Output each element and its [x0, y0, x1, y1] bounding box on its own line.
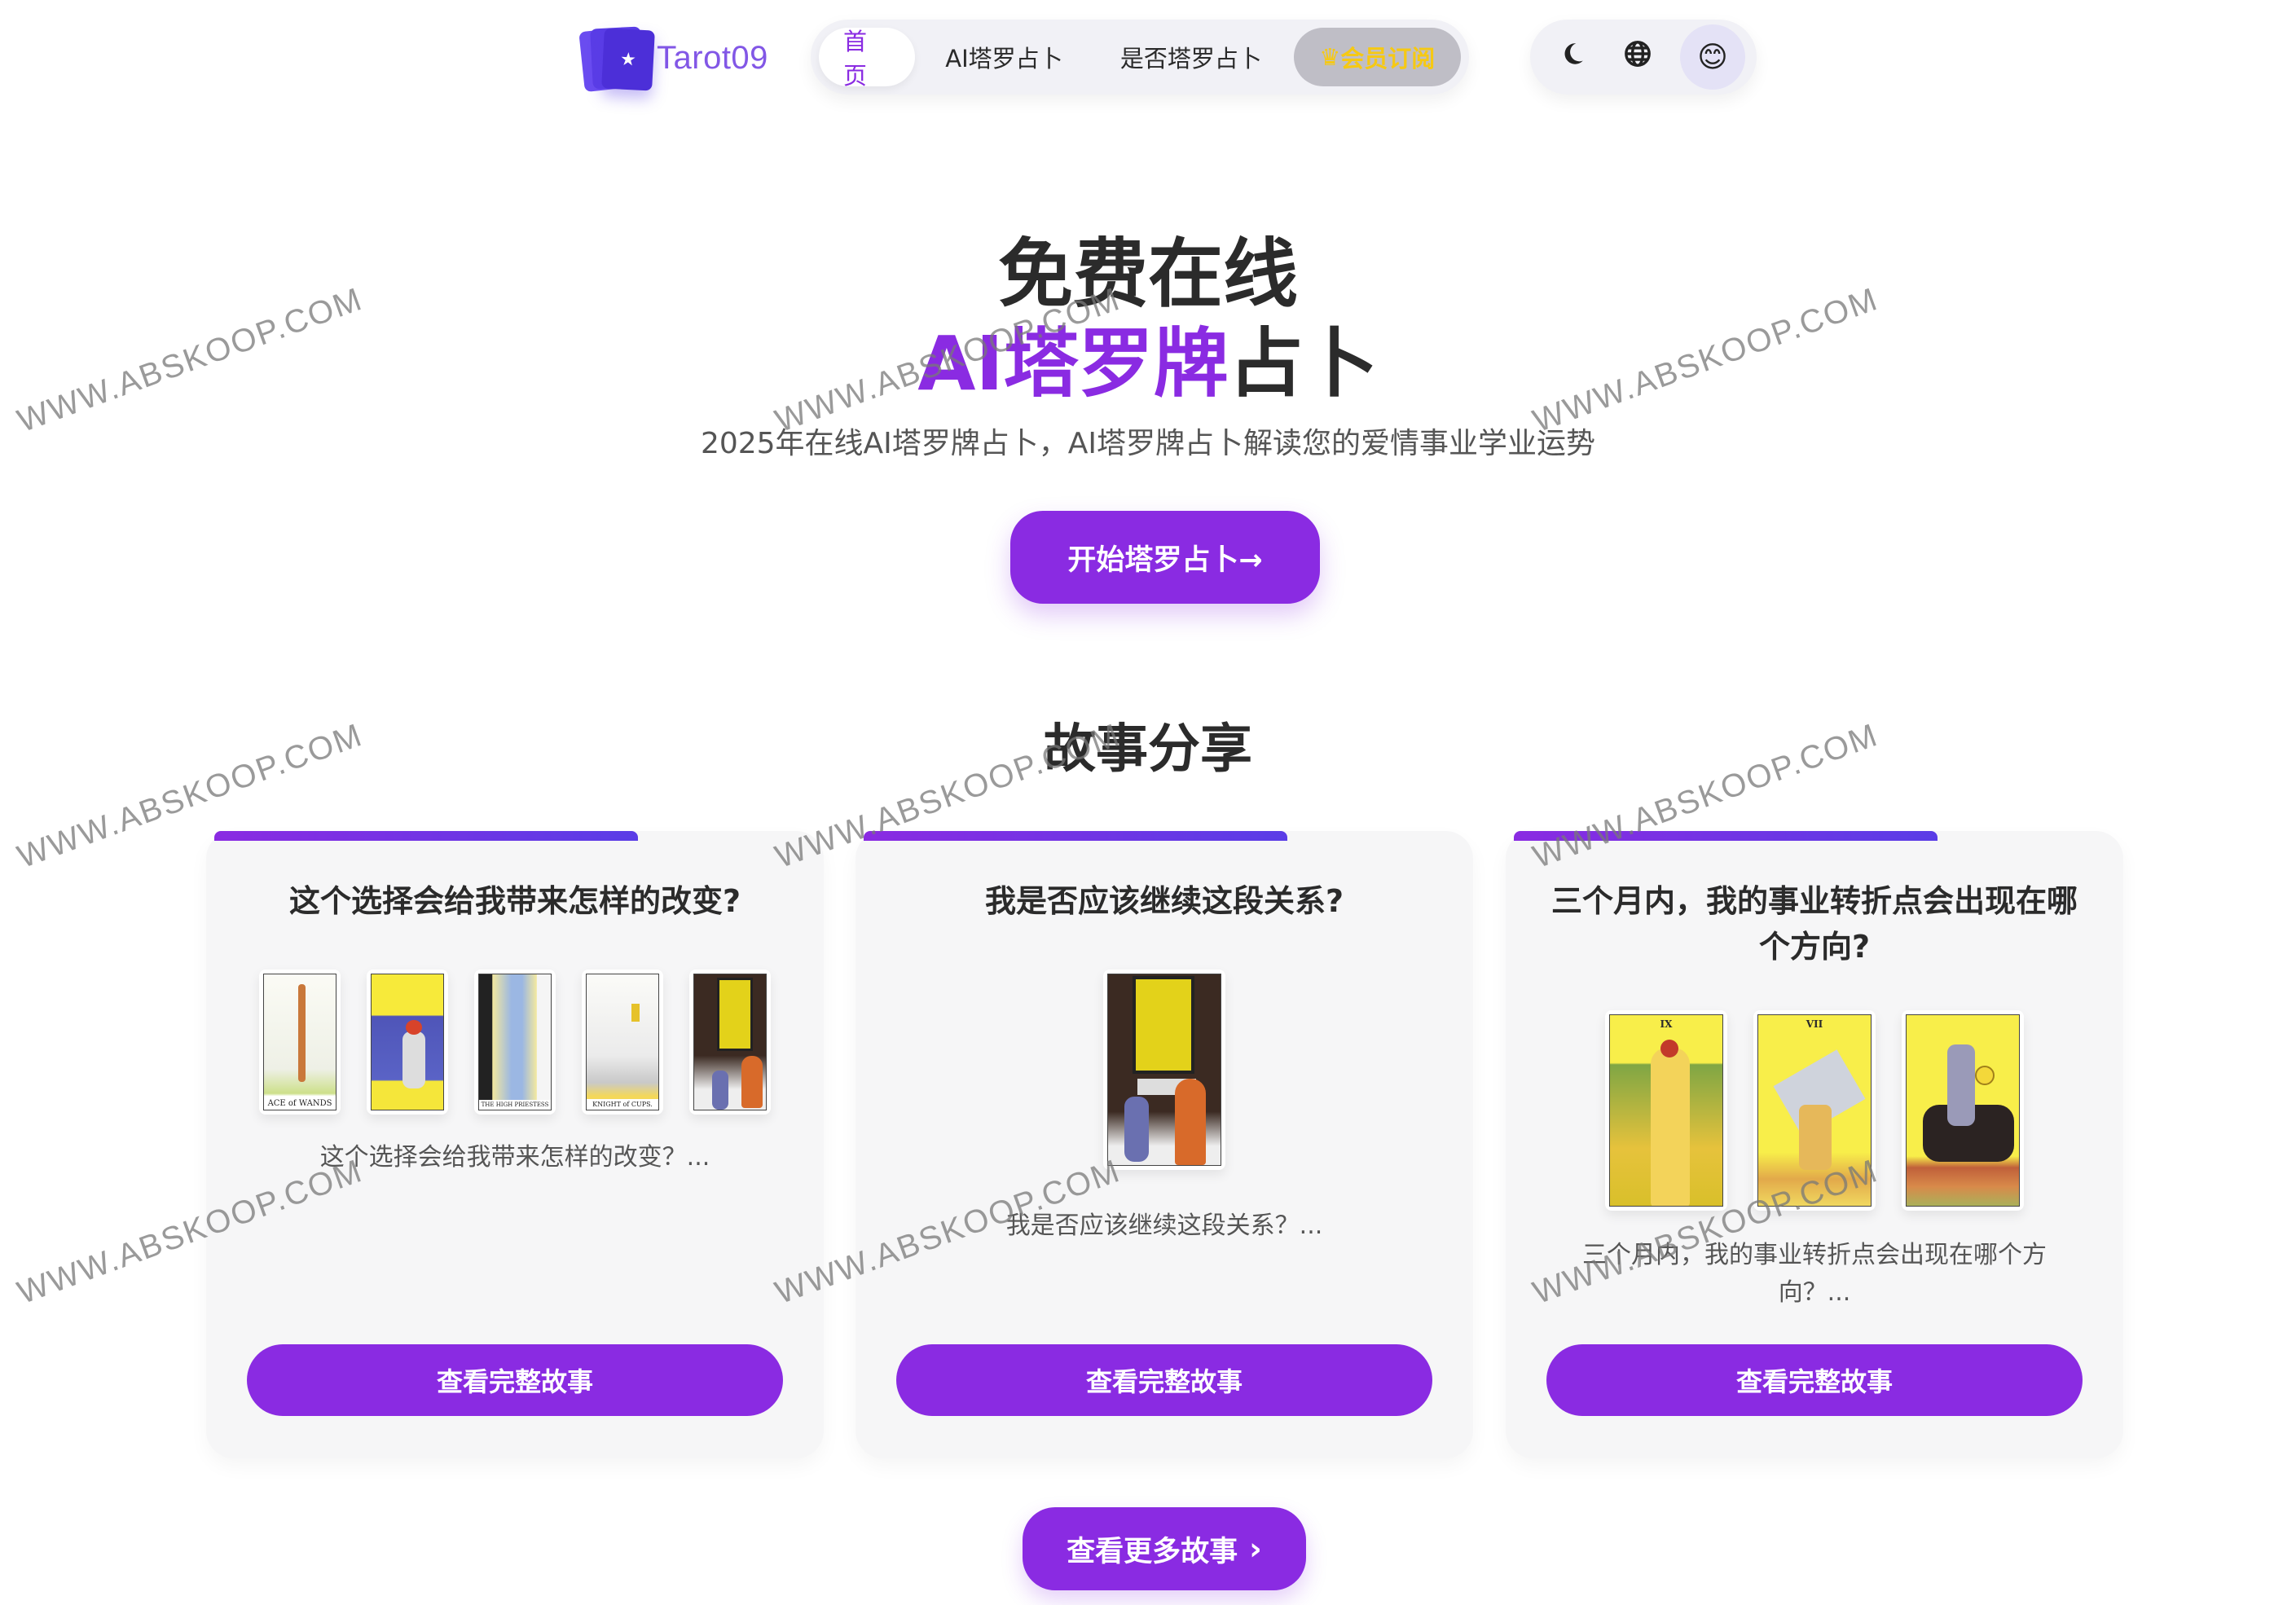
story-excerpt: 三个月内，我的事业转折点会出现在哪个方向？...: [1582, 1241, 2047, 1307]
tarot-card-xx: [367, 970, 448, 1115]
nav-item-yes-no-tarot[interactable]: 是否塔罗占卜: [1119, 45, 1262, 73]
theme-toggle-button[interactable]: [1540, 28, 1605, 86]
story-card: 这个选择会给我带来怎样的改变? ACE of WANDS THE HIGH PR…: [206, 831, 824, 1458]
story-title: 这个选择会给我带来怎样的改变?: [288, 883, 741, 919]
star-cards-icon: ★: [578, 24, 657, 93]
story-card: 我是否应该继续这段关系? 我是否应该继续这段关系？... 查看完整故事: [856, 831, 1473, 1458]
header-tools: 😊: [1530, 20, 1757, 95]
chevron-right-icon: ›: [1249, 1531, 1262, 1567]
crown-icon: ♛: [1319, 43, 1341, 71]
logo-text: Tarot09: [657, 39, 768, 76]
card-accent-bar: [214, 831, 638, 841]
view-full-story-button[interactable]: 查看完整故事: [1546, 1344, 2083, 1416]
stories-section-title: 故事分享: [1044, 719, 1252, 780]
globe-icon: [1624, 40, 1652, 75]
main-nav: 首页 AI塔罗占卜 是否塔罗占卜 ♛ 会员订阅: [811, 20, 1469, 95]
hero-subtitle: 2025年在线AI塔罗牌占卜，AI塔罗牌占卜解读您的爱情事业学业运势: [700, 427, 1596, 460]
avatar-button[interactable]: 😊: [1680, 24, 1745, 90]
card-accent-bar: [1514, 831, 1938, 841]
story-title: 三个月内，我的事业转折点会出现在哪个方向?: [1550, 883, 2078, 965]
start-reading-button[interactable]: 开始塔罗占卜→: [1010, 511, 1320, 604]
smile-avatar-icon: 😊: [1697, 40, 1728, 74]
tarot-card-row: IX VII: [1506, 1010, 2123, 1211]
story-card: 三个月内，我的事业转折点会出现在哪个方向? IX VII 三个月内，我的事业转折…: [1506, 831, 2123, 1458]
logo[interactable]: ★ Tarot09: [578, 24, 768, 93]
hero-title-line2: AI塔罗牌占卜: [0, 303, 2296, 411]
hero-title-accent: AI塔罗牌: [917, 320, 1229, 407]
view-more-label: 查看更多故事: [1067, 1535, 1238, 1568]
tarot-card-high-priestess: THE HIGH PRIESTESS: [474, 970, 556, 1115]
tarot-card-five-of-pentacles: [689, 970, 771, 1115]
tarot-card-row: [856, 970, 1473, 1170]
view-full-story-button[interactable]: 查看完整故事: [896, 1344, 1432, 1416]
nav-item-ai-tarot[interactable]: AI塔罗占卜: [945, 45, 1063, 73]
tarot-card-row: ACE of WANDS THE HIGH PRIESTESS KNIGHT o…: [206, 970, 824, 1115]
tarot-card-five-of-pentacles: [1103, 970, 1225, 1170]
nav-item-home[interactable]: 首页: [819, 28, 915, 90]
tarot-card-knight-of-pentacles: [1902, 1010, 2024, 1211]
tarot-card-seven-of-swords: VII: [1753, 1010, 1876, 1211]
tarot-card-nine-of-pentacles: IX: [1605, 1010, 1727, 1211]
membership-label: 会员订阅: [1340, 45, 1436, 73]
language-button[interactable]: [1605, 28, 1670, 86]
hero-title-line1: 免费在线: [997, 231, 1298, 318]
card-accent-bar: [864, 831, 1287, 841]
view-full-story-button[interactable]: 查看完整故事: [247, 1344, 783, 1416]
nav-item-membership[interactable]: ♛ 会员订阅: [1293, 28, 1461, 86]
tarot-card-ace-of-wands: ACE of WANDS: [259, 970, 341, 1115]
moon-icon: [1559, 40, 1586, 75]
view-more-stories-button[interactable]: 查看更多故事 ›: [1023, 1507, 1306, 1590]
story-excerpt: 我是否应该继续这段关系？...: [1005, 1211, 1323, 1240]
tarot-card-knight-of-cups: KNIGHT of CUPS.: [582, 970, 663, 1115]
story-excerpt: 这个选择会给我带来怎样的改变？...: [319, 1143, 710, 1172]
hero-title-rest: 占卜: [1228, 320, 1379, 407]
story-title: 我是否应该继续这段关系?: [984, 883, 1344, 919]
